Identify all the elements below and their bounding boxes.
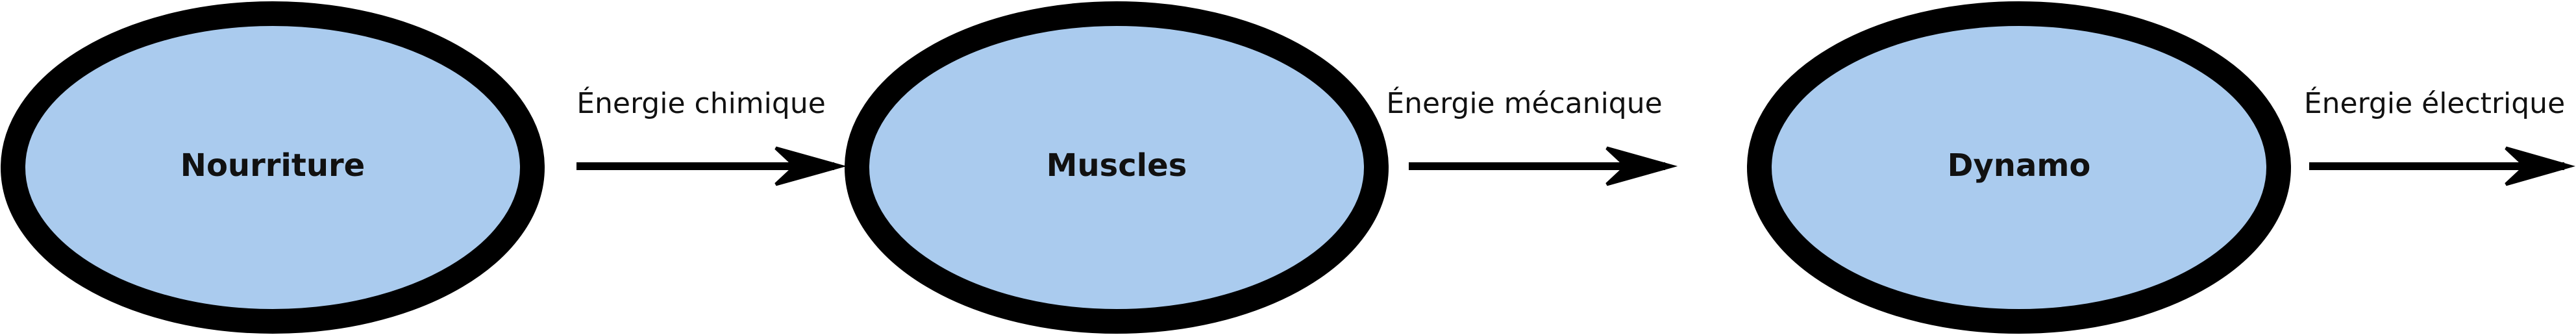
node-muscles-shape bbox=[845, 1, 1389, 334]
node-nourriture-label: Nourriture bbox=[180, 147, 365, 184]
edge-electrical-energy: Énergie électrique bbox=[2304, 86, 2576, 186]
edge-chemical-energy-label: Énergie chimique bbox=[576, 86, 826, 120]
node-dynamo-label: Dynamo bbox=[1948, 147, 2091, 184]
edge-electrical-energy-label: Énergie électrique bbox=[2304, 86, 2565, 120]
node-muscles-label: Muscles bbox=[1046, 147, 1187, 184]
node-dynamo-shape bbox=[1747, 1, 2291, 334]
edge-chemical-energy: Énergie chimique bbox=[576, 86, 847, 186]
node-nourriture-shape bbox=[1, 1, 545, 334]
node-dynamo: Dynamo bbox=[1747, 1, 2291, 334]
node-nourriture: Nourriture bbox=[1, 1, 545, 334]
arrow-head-icon bbox=[2505, 146, 2576, 186]
node-muscles: Muscles bbox=[845, 1, 1389, 334]
arrow-head-icon bbox=[774, 146, 847, 186]
edge-mechanical-energy: Énergie mécanique bbox=[1386, 86, 1678, 186]
edge-mechanical-energy-label: Énergie mécanique bbox=[1386, 86, 1662, 120]
arrow-head-icon bbox=[1605, 146, 1678, 186]
